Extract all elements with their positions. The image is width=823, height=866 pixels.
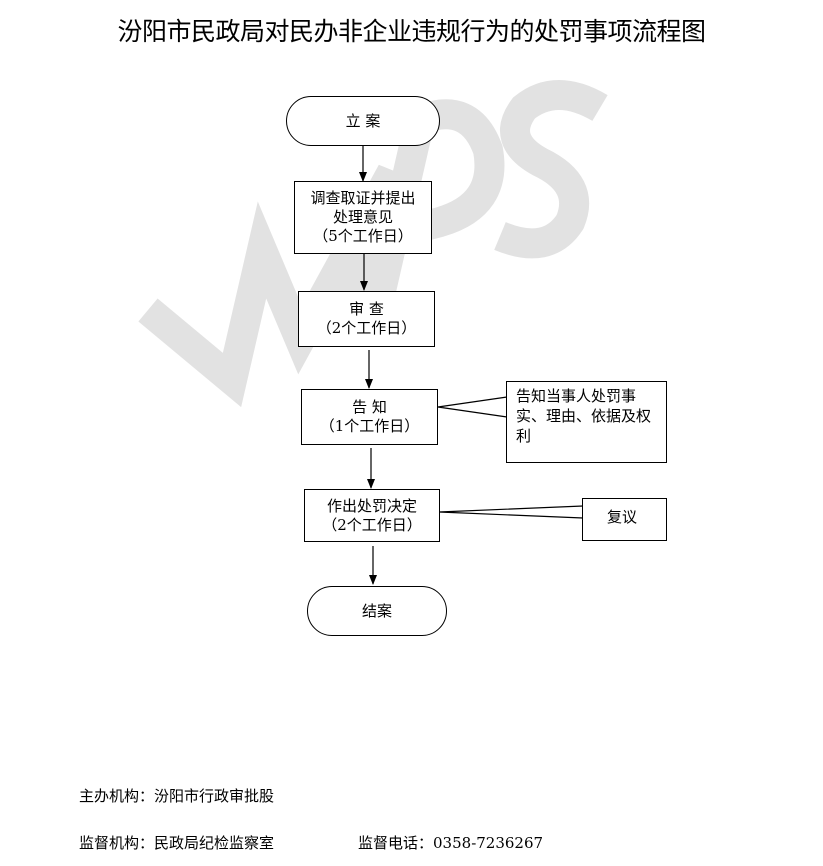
- node-notify-line-2: （1个工作日）: [319, 417, 420, 435]
- node-investigate: 调查取证并提出 处理意见 （5个工作日）: [294, 181, 432, 254]
- node-decide-line-2: （2个工作日）: [322, 515, 422, 534]
- footer-phone-value: 0358-7236267: [433, 834, 544, 852]
- footer-phone: 监督电话：0358-7236267: [358, 832, 543, 853]
- node-review-line-2: （2个工作日）: [316, 319, 417, 337]
- node-end-label: 结案: [361, 601, 392, 620]
- note-notify-text: 告知当事人处罚事实、理由、依据及权利: [516, 387, 652, 445]
- note-notify: 告知当事人处罚事实、理由、依据及权利: [506, 381, 667, 463]
- callout-notify-note: [437, 396, 508, 418]
- node-end: 结案: [307, 586, 447, 636]
- node-investigate-line-3: （5个工作日）: [313, 227, 413, 245]
- node-review: 审 查 （2个工作日）: [298, 291, 435, 347]
- node-investigate-line-1: 调查取证并提出: [310, 189, 416, 207]
- footer-supervisor: 监督机构：民政局纪检监察室: [79, 832, 274, 853]
- node-decide: 作出处罚决定 （2个工作日）: [304, 489, 440, 542]
- footer-organizer-value: 汾阳市行政审批股: [154, 787, 275, 805]
- node-start-label: 立 案: [345, 111, 381, 130]
- note-decide: 复议: [582, 498, 667, 541]
- node-decide-line-1: 作出处罚决定: [326, 496, 417, 515]
- footer-supervisor-label: 监督机构：: [79, 834, 155, 852]
- footer-supervisor-value: 民政局纪检监察室: [154, 834, 275, 852]
- callout-decide-note: [438, 505, 584, 519]
- footer-organizer: 主办机构：汾阳市行政审批股: [79, 785, 274, 806]
- node-investigate-line-2: 处理意见: [332, 208, 393, 226]
- node-start: 立 案: [286, 96, 440, 146]
- node-notify-line-1: 告 知: [352, 398, 387, 416]
- node-review-line-1: 审 查: [349, 300, 384, 318]
- footer-phone-label: 监督电话：: [358, 834, 434, 852]
- footer-organizer-label: 主办机构：: [79, 787, 155, 805]
- node-notify: 告 知 （1个工作日）: [301, 389, 438, 445]
- page-title: 汾阳市民政局对民办非企业违规行为的处罚事项流程图: [117, 17, 706, 46]
- note-decide-text: 复议: [607, 508, 638, 526]
